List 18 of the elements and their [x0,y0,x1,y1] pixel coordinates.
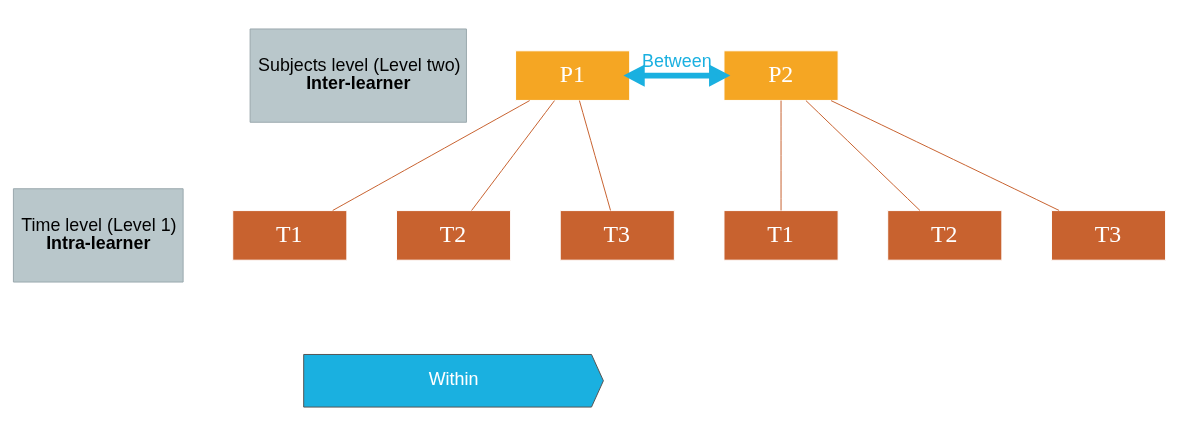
node-box: Subjects level (Level two) Inter-learner [249,28,467,123]
node-box: T2 [887,210,1003,261]
node-box: P2 [723,50,839,101]
node-box: T2 [396,210,512,261]
connector [332,100,531,211]
arrow [623,64,731,87]
node-box: Time level (Level 1) Intra-learner [12,188,184,283]
connector [805,100,921,211]
connector [578,100,611,211]
connector [830,100,1060,211]
node-box: T3 [559,210,675,261]
node-box: P1 [515,50,631,101]
edge-label: Between [642,51,712,72]
connector [471,100,556,211]
node-box: T1 [232,210,348,261]
node-box: T1 [723,210,839,261]
connector [780,100,782,211]
node-box: T3 [1050,210,1167,261]
